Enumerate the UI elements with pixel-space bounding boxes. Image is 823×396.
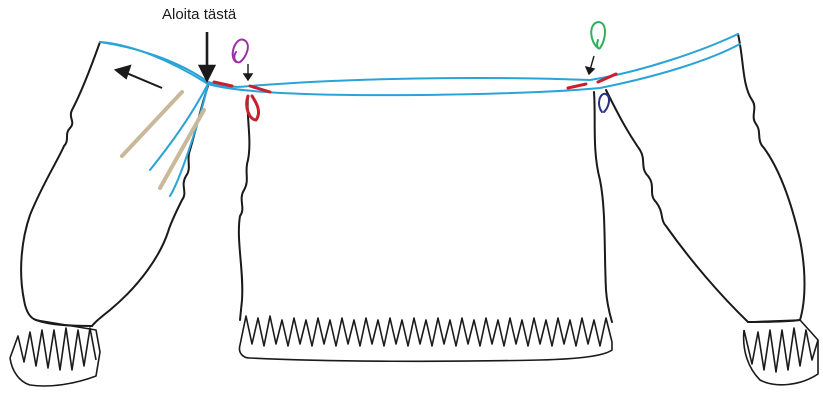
start-label: Aloita tästä — [162, 6, 237, 23]
knitting-needle-icon — [120, 90, 206, 190]
sweater-body — [237, 91, 613, 323]
stitch-marker-icon — [231, 21, 611, 113]
left-sleeve — [20, 41, 209, 327]
direction-arrow-icon — [113, 64, 163, 89]
corner-markers — [212, 72, 618, 122]
right-cuff-ribbing — [742, 319, 819, 386]
yarn-path — [99, 33, 741, 197]
left-cuff-ribbing — [9, 319, 101, 387]
marker-arrows — [242, 55, 596, 82]
hem-ribbing — [238, 315, 613, 363]
right-sleeve — [605, 33, 806, 323]
start-arrow-icon — [197, 32, 217, 83]
